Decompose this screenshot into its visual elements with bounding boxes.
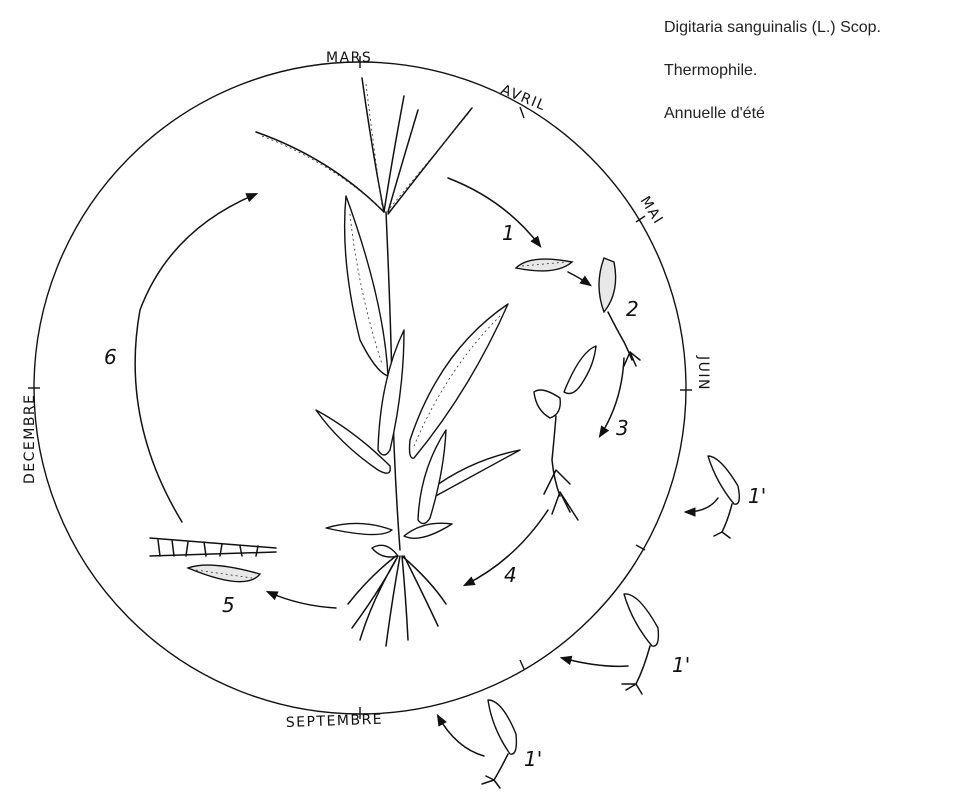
arrow-1p-c <box>438 716 484 756</box>
secondary-seedling-c <box>482 700 516 788</box>
stage-1p-label-b: 1' <box>672 653 690 677</box>
stage-1p-label-a: 1' <box>748 484 766 508</box>
secondary-seedling-a <box>708 456 739 538</box>
secondary-seedling-b <box>622 594 658 694</box>
month-label-septembre: SEPTEMBRE <box>286 712 384 731</box>
stage-2-label: 2 <box>626 297 639 321</box>
buried-seed-illustration <box>150 538 276 582</box>
month-label-juin: JUIN <box>695 355 711 391</box>
stage-5-label: 5 <box>222 593 235 617</box>
arrow-5 <box>268 592 336 608</box>
month-label-mars: MARS <box>326 50 372 66</box>
spike-2 <box>362 78 384 212</box>
arrow-1p-b <box>562 658 628 666</box>
month-ticks <box>28 56 692 719</box>
stage-4-label: 4 <box>504 563 517 587</box>
month-label-decembre: DECEMBRE <box>22 393 38 484</box>
spike-1 <box>256 132 384 212</box>
roots <box>348 556 446 646</box>
arrow-1 <box>448 178 540 246</box>
arrow-6 <box>135 194 256 522</box>
stage-1p-label-c: 1' <box>524 747 542 771</box>
mature-plant-illustration <box>256 78 520 646</box>
seedling-illustration <box>534 346 596 520</box>
spike-5 <box>388 108 472 214</box>
stage-3-label: 3 <box>616 416 629 440</box>
seed-illustration <box>516 259 572 271</box>
arrow-2 <box>568 272 590 285</box>
arrow-1p-a <box>686 498 718 512</box>
cycle-arrows <box>135 178 718 756</box>
stage-1-label: 1 <box>502 221 515 245</box>
spike-3 <box>384 96 404 212</box>
month-label-avril: AVRIL <box>499 82 549 115</box>
stage-6-label: 6 <box>104 345 117 369</box>
